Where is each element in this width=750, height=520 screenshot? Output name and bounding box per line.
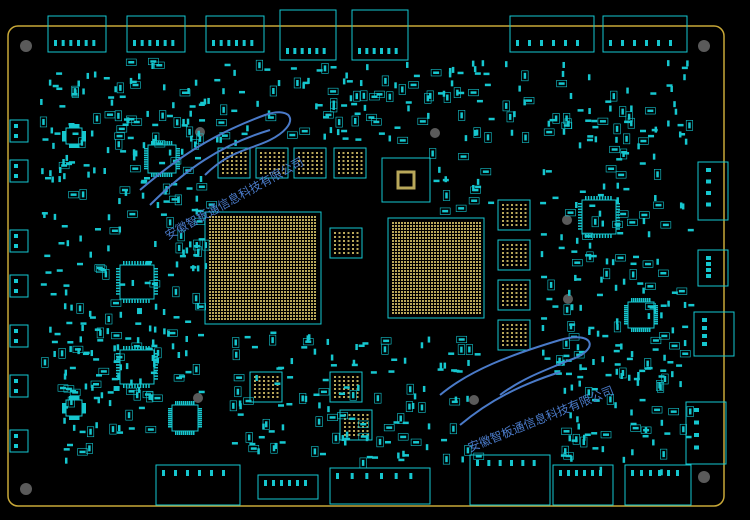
- main-bga-chip: [204, 211, 322, 325]
- second-bga-chip: [387, 217, 485, 319]
- bottom-connectors: [155, 454, 692, 506]
- mounting-holes: [20, 40, 710, 495]
- passive-components: [39, 57, 695, 476]
- qfp-chips: [62, 124, 658, 435]
- watermark-traces: [139, 111, 591, 426]
- top-connectors: [47, 9, 688, 61]
- memory-chips: [217, 147, 531, 441]
- left-edge-connectors: [9, 119, 29, 453]
- qfn-center-chip: [381, 157, 431, 203]
- board-outline: [7, 25, 725, 507]
- right-edge-connectors: [685, 161, 735, 465]
